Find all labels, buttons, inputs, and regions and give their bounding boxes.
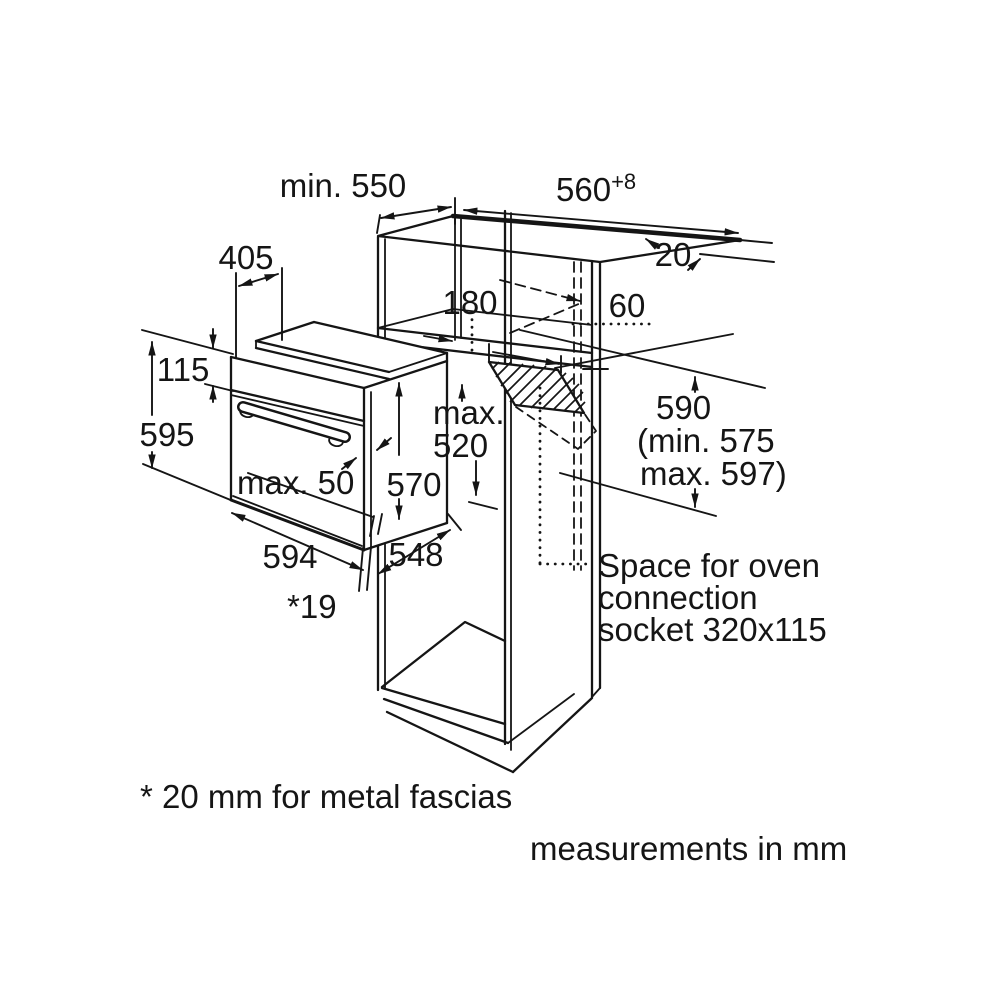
labels: min. 550 560+8 20 180 60 405 115 595 max… [139,167,847,867]
dim-recess-depth-value-label: 520 [433,427,488,464]
dim-oven-top-depth-label: 405 [218,239,273,276]
dim-fascia-offset-label: *19 [287,588,337,625]
units-note: measurements in mm [530,830,847,867]
dim-oven-body-depth-label: 548 [388,536,443,573]
dim-recess-depth-max-label: max. [433,394,505,431]
dim-niche-height-max-label: max. 597) [640,455,787,492]
dim-cabinet-depth-label: min. 550 [280,167,407,204]
hidden-shelf-edge [499,279,581,302]
oven [229,320,449,552]
socket-hidden-projection [515,406,597,450]
socket-note-line1: Space for oven [598,547,820,584]
dim-oven-body-height-label: 570 [386,466,441,503]
dim-niche-height-min-label: (min. 575 [637,422,775,459]
dim-rear-clearance-label: 60 [609,287,646,324]
dim-oven-width-label: 594 [262,538,317,575]
dim-niche-width-label: 560+8 [556,169,636,208]
connection-socket-area [487,360,597,450]
dimension-lines [141,197,775,592]
cabinet-base-plinth [380,620,594,774]
dim-door-clearance-label: max. 50 [237,464,354,501]
dim-rear-wall-gap-label: 20 [655,236,692,273]
socket-note-line2: connection [598,579,758,616]
socket-note-line3: socket 320x115 [598,611,827,648]
socket-hatching [491,361,586,413]
dim-niche-height-label: 590 [656,389,711,426]
dim-oven-front-height-label: 595 [139,416,194,453]
dotted-reference-lines [470,310,654,566]
dim-control-panel-height-label: 115 [157,351,210,388]
control-panel-bottom-edge [229,388,366,423]
footnote: * 20 mm for metal fascias [140,778,512,815]
dim-top-compartment-label: 180 [442,284,497,321]
